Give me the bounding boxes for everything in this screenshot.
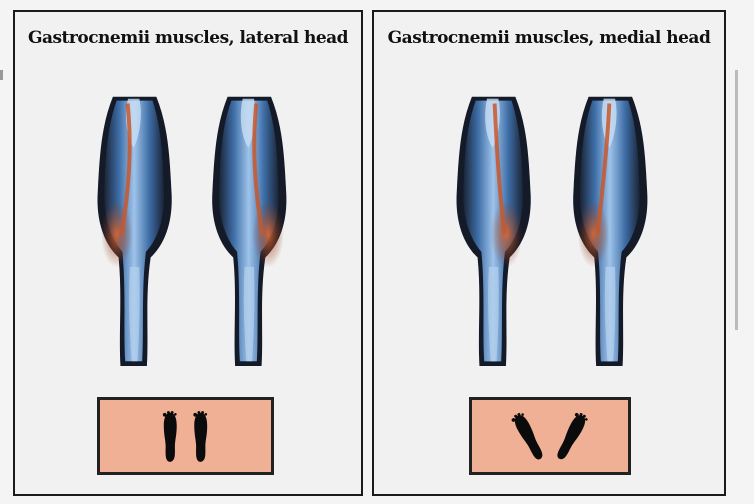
medial-head-panel: Gastrocnemii muscles, medial head (372, 10, 726, 496)
panel-title: Gastrocnemii muscles, lateral head (15, 28, 361, 48)
right-leg (212, 97, 286, 366)
legs-illustration (15, 74, 361, 394)
edge-mark (735, 70, 738, 330)
left-leg (97, 97, 171, 366)
legs-illustration (374, 74, 724, 394)
edge-mark (0, 70, 3, 80)
left-leg (457, 97, 531, 366)
lateral-head-panel: Gastrocnemii muscles, lateral head (13, 10, 363, 496)
feet-toes-out-icon (472, 400, 628, 472)
right-leg (573, 97, 647, 366)
panel-title: Gastrocnemii muscles, medial head (374, 28, 724, 48)
feet-position-box (97, 397, 274, 475)
feet-position-box (469, 397, 631, 475)
feet-parallel-icon (100, 400, 271, 472)
